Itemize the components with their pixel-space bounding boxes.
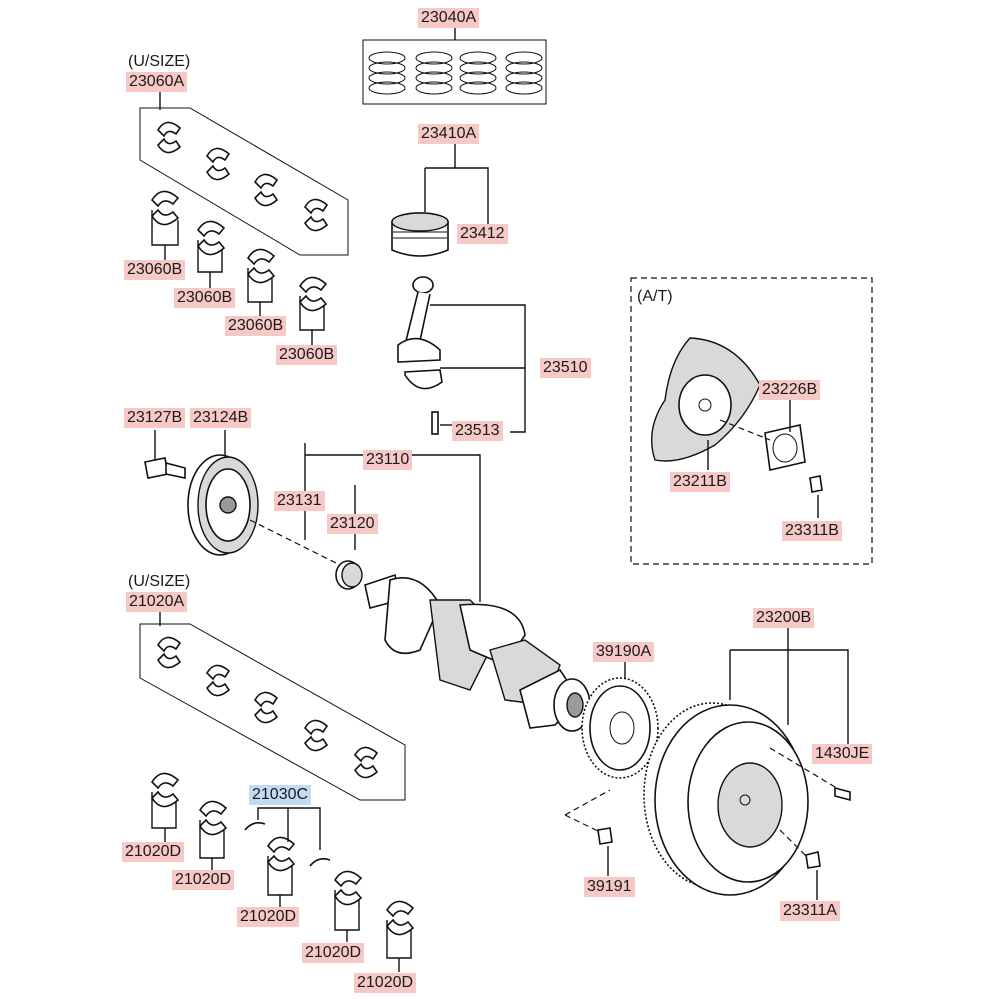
connecting-rod-drawing xyxy=(397,276,526,435)
piston-ring-set-drawing xyxy=(362,28,547,105)
part-label-piston-pin[interactable]: 23412 xyxy=(457,224,508,244)
piston-drawing xyxy=(391,143,498,281)
flywheel-drawing xyxy=(643,628,851,900)
undersize-note-top: (U/SIZE) xyxy=(128,53,191,70)
conrod-bearing-set-drawing xyxy=(139,92,349,256)
part-label-pulley-bolt[interactable]: 23127B xyxy=(124,408,186,428)
main-bearing-set-drawing xyxy=(139,610,406,801)
at-drive-plate-drawing xyxy=(630,277,873,565)
part-label-piston-ring-set[interactable]: 23040A xyxy=(418,8,480,28)
part-label-conrod-bearing-2[interactable]: 23060B xyxy=(174,288,236,308)
conrod-bearing-leaders xyxy=(151,210,325,346)
part-label-damper-pulley[interactable]: 23124B xyxy=(190,408,252,428)
reluctor-ring-drawing xyxy=(564,662,659,876)
damper-pulley-drawing xyxy=(144,430,341,566)
part-label-conrod-bearing-set[interactable]: 23060A xyxy=(126,72,188,92)
part-label-reluctor-ring[interactable]: 39190A xyxy=(593,642,655,662)
part-label-woodruff-key[interactable]: 23131 xyxy=(274,491,325,511)
part-label-drive-plate-adapter[interactable]: 23211B xyxy=(670,472,730,492)
automatic-transmission-note: (A/T) xyxy=(637,288,673,305)
undersize-note-bottom: (U/SIZE) xyxy=(128,573,191,590)
part-label-flywheel-bolt[interactable]: 23311A xyxy=(780,901,840,921)
part-label-sprocket[interactable]: 23120 xyxy=(327,514,378,534)
part-label-thrust-bearing[interactable]: 21030C xyxy=(249,785,312,805)
part-label-reluctor-bolt[interactable]: 39191 xyxy=(584,877,635,897)
part-label-conrod-bearing-3[interactable]: 23060B xyxy=(225,316,287,336)
part-label-drive-plate[interactable]: 23226B xyxy=(759,380,821,400)
part-label-dowel-pin[interactable]: 1430JE xyxy=(812,744,873,764)
part-label-main-bearing-set[interactable]: 21020A xyxy=(126,592,188,612)
part-label-conrod-bolt[interactable]: 23513 xyxy=(452,421,503,441)
main-bearing-leaders xyxy=(151,792,412,972)
part-label-main-bearing-4[interactable]: 21020D xyxy=(302,943,365,963)
conrod-bearings-drawing xyxy=(150,190,328,312)
part-label-conrod-bearing-4[interactable]: 23060B xyxy=(276,345,338,365)
part-label-conrod-bearing-1[interactable]: 23060B xyxy=(124,260,186,280)
crankshaft-drawing xyxy=(304,443,591,732)
part-label-connecting-rod[interactable]: 23510 xyxy=(540,358,591,378)
part-label-main-bearing-5[interactable]: 21020D xyxy=(354,973,417,993)
part-label-main-bearing-1[interactable]: 21020D xyxy=(122,842,185,862)
part-label-piston-assy[interactable]: 23410A xyxy=(418,124,480,144)
part-label-flywheel[interactable]: 23200B xyxy=(753,608,815,628)
part-label-main-bearing-3[interactable]: 21020D xyxy=(237,907,300,927)
part-label-crankshaft[interactable]: 23110 xyxy=(363,450,413,470)
part-label-drive-plate-bolt[interactable]: 23311B xyxy=(782,521,842,541)
part-label-main-bearing-2[interactable]: 21020D xyxy=(172,870,235,890)
